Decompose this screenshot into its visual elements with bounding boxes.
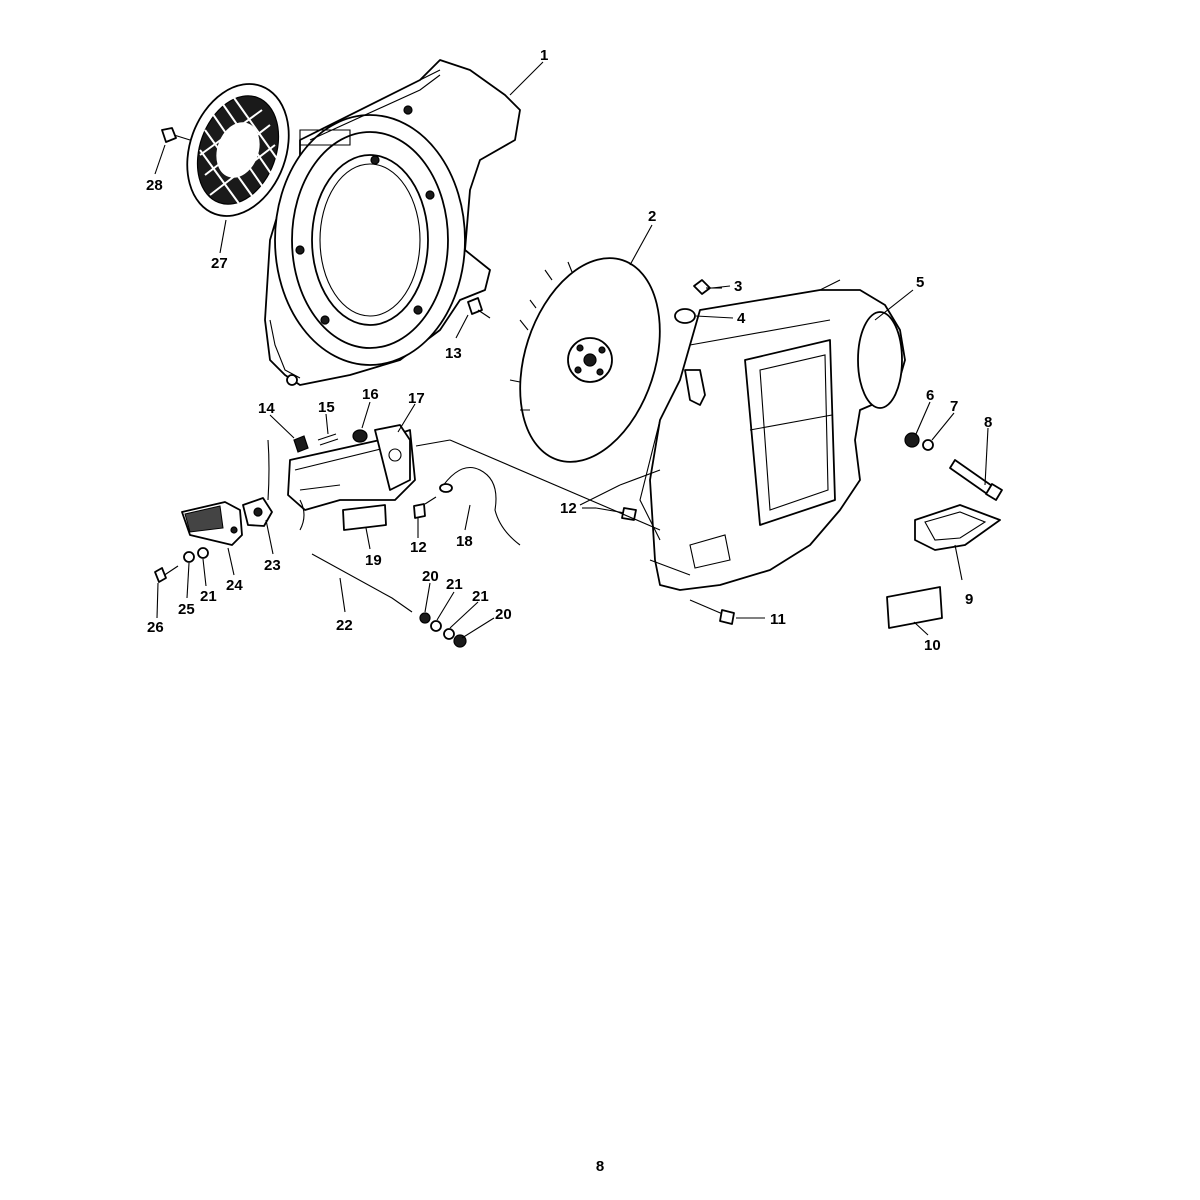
callout-5: 5 <box>916 274 924 291</box>
label-19 <box>342 504 387 531</box>
washer-21-a <box>430 620 442 632</box>
callout-27: 27 <box>211 255 228 272</box>
nut-6 <box>904 432 920 448</box>
callout-9: 9 <box>965 591 973 608</box>
label-10 <box>886 586 943 629</box>
callout-28: 28 <box>146 177 163 194</box>
screw-12-right <box>595 507 637 521</box>
washer-25 <box>183 551 195 563</box>
guard-screw <box>161 127 191 143</box>
callout-25: 25 <box>178 601 195 618</box>
callout-labels: 1 2 3 4 5 6 7 8 9 10 11 12 12 13 14 15 1… <box>146 47 992 654</box>
callout-6: 6 <box>926 387 934 404</box>
callout-7: 7 <box>950 398 958 415</box>
inlet-screen-guard <box>186 83 290 217</box>
blower-housing-rear <box>264 59 521 386</box>
callout-24: 24 <box>226 577 243 594</box>
callout-19: 19 <box>365 552 382 569</box>
callout-12-right: 12 <box>560 500 577 517</box>
leader-lines <box>154 61 989 639</box>
foot-bracket <box>914 504 1001 551</box>
cover-24 <box>181 501 243 546</box>
callout-22: 22 <box>336 617 353 634</box>
callout-16: 16 <box>362 386 379 403</box>
callout-20-top: 20 <box>422 568 439 585</box>
stop-wire-18 <box>439 466 521 546</box>
washer-21-b <box>443 628 455 640</box>
bolt-26 <box>154 565 179 583</box>
callout-26: 26 <box>147 619 164 636</box>
callout-4: 4 <box>737 310 746 327</box>
handle-17 <box>287 424 416 511</box>
blower-housing-front <box>639 279 906 591</box>
callout-10: 10 <box>924 637 941 654</box>
callout-3: 3 <box>734 278 742 295</box>
impeller-fan <box>509 257 661 463</box>
callout-12-left: 12 <box>410 539 427 556</box>
screw-12-left <box>413 496 437 519</box>
housing-screw-13 <box>467 297 491 319</box>
callout-2: 2 <box>648 208 656 225</box>
throttle-rod-22 <box>267 439 413 613</box>
callout-20-right: 20 <box>495 606 512 623</box>
throttle-lever-23 <box>242 497 273 527</box>
callout-13: 13 <box>445 345 462 362</box>
pin-15 <box>317 433 339 446</box>
plug-4 <box>674 308 696 324</box>
callout-11: 11 <box>770 611 786 628</box>
nut-20-a <box>419 612 431 624</box>
callout-15: 15 <box>318 399 335 416</box>
page-number: 8 <box>595 1158 605 1175</box>
callout-21-right: 21 <box>472 588 489 605</box>
callout-18: 18 <box>456 533 473 550</box>
screw-11 <box>689 599 735 625</box>
callout-21-left: 21 <box>200 588 217 605</box>
callout-1: 1 <box>540 47 548 64</box>
plug-16 <box>352 429 368 443</box>
bolt-8 <box>949 459 1003 501</box>
spring-14 <box>293 435 309 453</box>
callout-8: 8 <box>984 414 992 431</box>
callout-14: 14 <box>258 400 275 417</box>
callout-17: 17 <box>408 390 425 407</box>
callout-23: 23 <box>264 557 281 574</box>
washer-21-c <box>197 547 209 559</box>
callout-21-mid: 21 <box>446 576 463 593</box>
washer-7 <box>922 439 934 451</box>
